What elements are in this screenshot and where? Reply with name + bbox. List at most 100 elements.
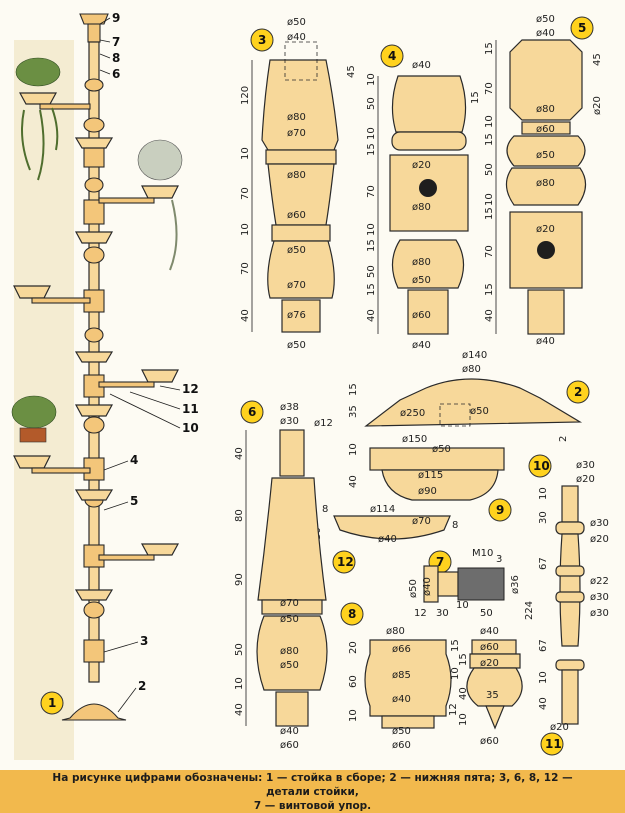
part-5-h15b: 15 (484, 133, 495, 146)
callout-9 (488, 498, 512, 522)
assembly-label-8: 8 (112, 51, 120, 65)
part-6-h50: 50 (234, 643, 245, 656)
part-3-d70b: ø70 (287, 280, 306, 291)
callout-11-label: 11 (545, 737, 562, 751)
part-4-d40: ø40 (412, 60, 431, 71)
part-8-d60: ø60 (392, 740, 411, 751)
part-11-h15b: 15 (458, 653, 469, 666)
part-10-d30: ø30 (576, 460, 595, 471)
part-3-h10b: 10 (240, 223, 251, 236)
part-10-h40: 40 (538, 697, 549, 710)
assembly-saucers (13, 92, 180, 601)
part-7: 7 M10 3 ø50 ø40 ø36 12 30 10 50 (408, 548, 521, 619)
part-4-d80b: ø80 (412, 257, 431, 268)
part-6-d60: ø60 (280, 740, 299, 751)
part-6-d50b: ø50 (280, 660, 299, 671)
assembly-label-5: 5 (130, 494, 138, 508)
assembly-label-11: 11 (182, 402, 199, 416)
caption-bar: На рисунке цифрами обозначены: 1 — стойк… (0, 770, 625, 813)
part-10-d30c: ø30 (590, 592, 609, 603)
callout-2-label: 2 (574, 385, 582, 399)
part-4-ring (391, 131, 467, 151)
part-3-collar (271, 224, 331, 242)
part-10-top (561, 485, 579, 523)
assembly-top-neck (87, 23, 101, 43)
callout-12 (332, 550, 356, 574)
callout-5 (570, 16, 594, 40)
part-3-d70: ø70 (287, 128, 306, 139)
callout-4-label: 4 (388, 49, 396, 63)
part-5-h10b: 10 (484, 193, 495, 206)
part-4-h10: 10 (366, 73, 377, 86)
part-7-m10: M10 (472, 548, 493, 559)
part-11-collar (469, 653, 521, 669)
part-6-d38: ø38 (280, 402, 299, 413)
part-10-ring (555, 521, 585, 535)
part-5-h50: 50 (484, 163, 495, 176)
part-6-h80: 80 (234, 509, 245, 522)
part-3-d50: ø50 (287, 17, 306, 28)
part-6-d80: ø80 (280, 646, 299, 657)
part-3: 3 ø50 ø40 ø80 ø70 ø80 ø60 ø50 ø70 ø76 ø5… (240, 17, 357, 351)
part-7-w12: 12 (414, 608, 427, 619)
callout-3-label: 3 (258, 33, 266, 47)
part-5-d80b: ø80 (536, 178, 555, 189)
assembly-label-6: 6 (112, 67, 120, 81)
part-3-d80b: ø80 (287, 170, 306, 181)
part-6-h10: 10 (234, 677, 245, 690)
part-7-d36: ø36 (510, 575, 521, 594)
assembly-base (61, 703, 127, 721)
part-5-d40b: ø40 (536, 336, 555, 347)
part-11-d20: ø20 (480, 658, 499, 669)
part-3-h120: 120 (240, 86, 251, 105)
part-2-d250: ø250 (400, 408, 425, 419)
part-6-body (257, 477, 327, 601)
part-7-w50: 50 (480, 608, 493, 619)
part-2-h35: 35 (348, 405, 359, 418)
callout-6-label: 6 (248, 405, 256, 419)
part-3-d50c: ø50 (287, 340, 306, 351)
part-7-d40: ø40 (422, 577, 433, 596)
part-5-d50b: ø50 (536, 150, 555, 161)
part-10-foot (561, 669, 579, 725)
part-5: 5 ø50 ø40 ø80 ø60 ø50 ø80 ø20 ø40 ø20 15… (484, 14, 603, 347)
part-2-d50: ø50 (470, 406, 489, 417)
part-10-h10b: 10 (538, 671, 549, 684)
part-5-hole (537, 241, 555, 259)
part-9-h40: 40 (348, 475, 359, 488)
part-10-d22: ø22 (590, 576, 609, 587)
callout-10-label: 10 (533, 459, 550, 473)
part-11-d40: ø40 (480, 626, 499, 637)
part-3-d76: ø76 (287, 310, 306, 321)
assembly-label-12: 12 (182, 382, 199, 396)
part-7-w10: 10 (456, 600, 469, 611)
part-3-hidden-socket (284, 41, 318, 81)
part-6-d12: ø12 (314, 418, 333, 429)
part-10-h67: 67 (538, 557, 549, 570)
part-3-d60: ø60 (287, 210, 306, 221)
part-5-d20: ø20 (536, 224, 555, 235)
part-8: 8 ø80 ø66 ø85 ø40 ø50 ø60 20 60 10 (340, 602, 452, 751)
callout-8-label: 8 (348, 607, 356, 621)
part-6-ring (261, 599, 323, 615)
part-11-d60b: ø60 (480, 736, 499, 747)
part-4-h50: 50 (366, 97, 377, 110)
part-4-bulb (391, 239, 465, 289)
assembly-plants (11, 57, 183, 443)
part-4-h40: 40 (366, 309, 377, 322)
part-5-d80: ø80 (536, 104, 555, 115)
part-12-body (333, 515, 451, 540)
part-3-d80: ø80 (287, 112, 306, 123)
part-7-thread (457, 567, 505, 601)
part-10-h67b: 67 (538, 639, 549, 652)
part-4-d50: ø50 (412, 275, 431, 286)
part-5-bulb (505, 167, 587, 206)
part-3-d50b: ø50 (287, 245, 306, 256)
part-11-d60: ø60 (480, 642, 499, 653)
part-6-h40b: 40 (234, 703, 245, 716)
part-8-h10: 10 (348, 709, 359, 722)
part-6-bulb (256, 615, 328, 691)
assembly-label-2: 2 (138, 679, 146, 693)
callout-12-label: 12 (337, 555, 354, 569)
callout-9-label: 9 (496, 503, 504, 517)
